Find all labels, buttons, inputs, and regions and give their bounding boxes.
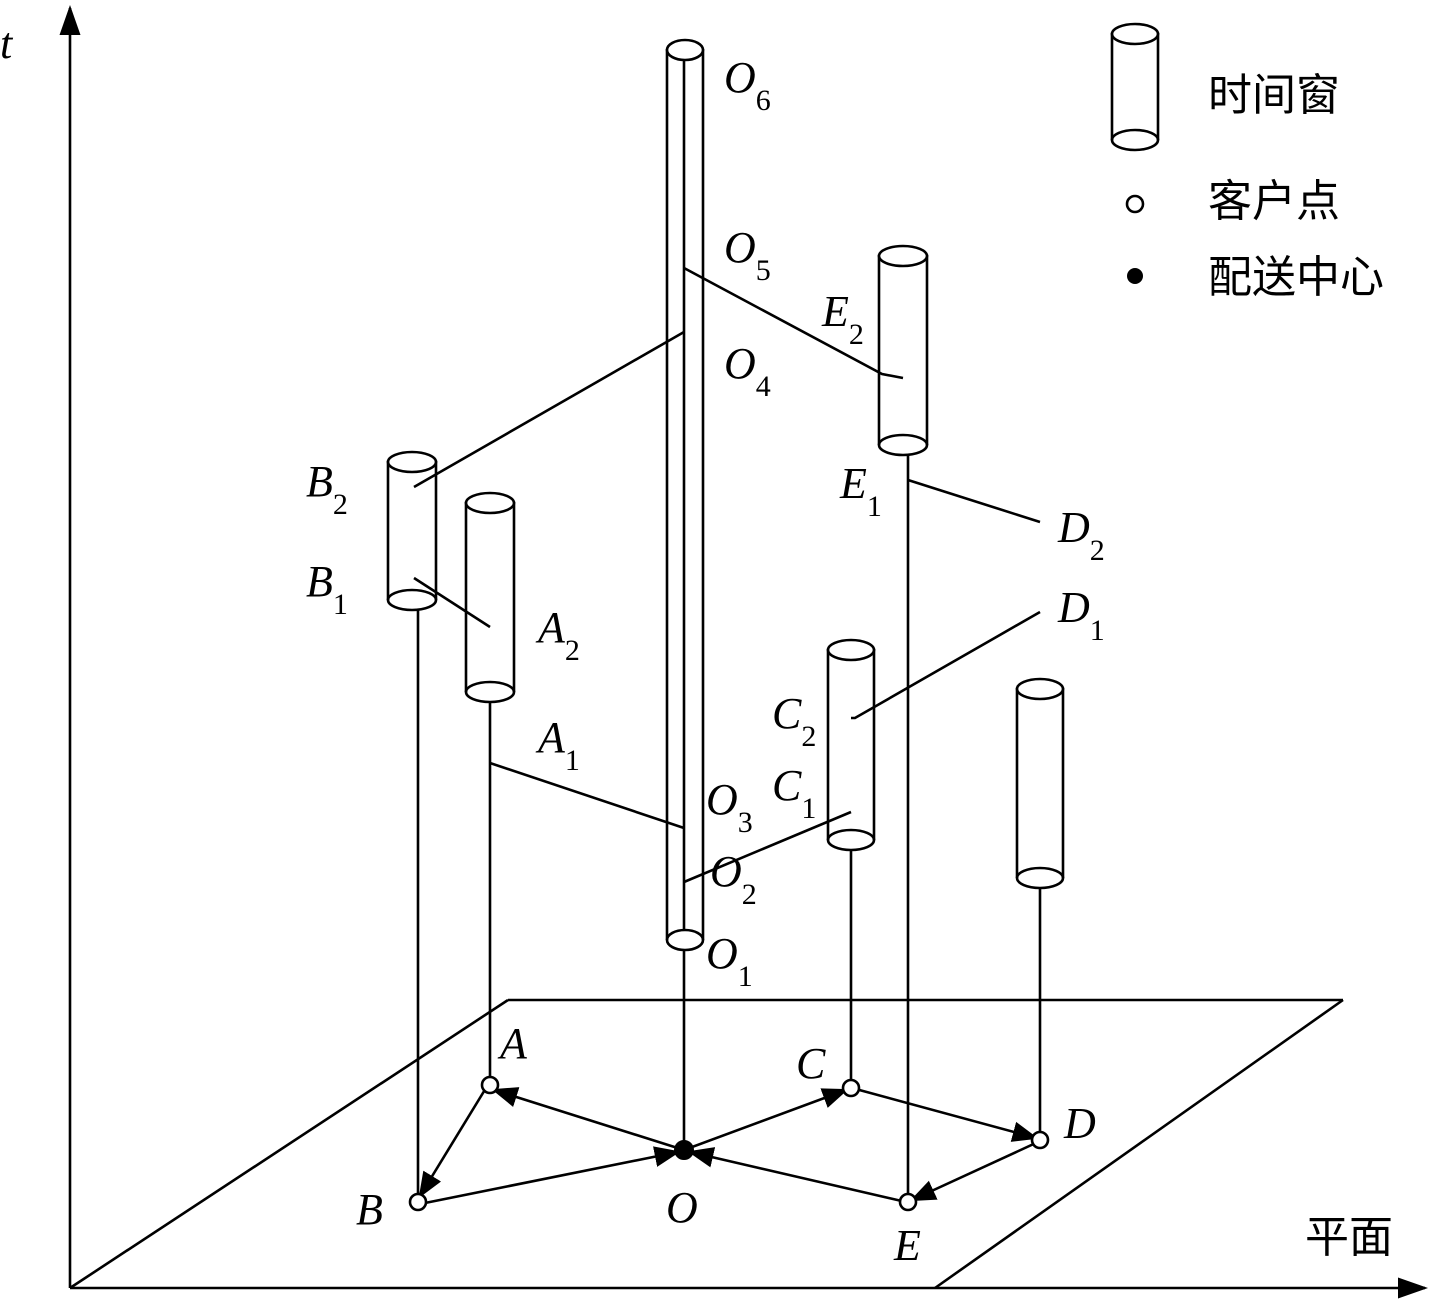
filled-circle-icon	[1127, 268, 1143, 284]
route-a-b	[418, 1087, 488, 1199]
label-o5: O5	[724, 223, 771, 287]
time-point-labels: O6 O5 O4 O3 O2 O1 B2 B1 A2 A1 C2 C1 D2 D…	[306, 53, 1105, 993]
customer-node-d	[1030, 1130, 1050, 1150]
label-o3: O3	[706, 775, 753, 839]
label-o1: O1	[706, 929, 753, 993]
t-axis-label: t	[0, 19, 14, 68]
label-a2: A2	[535, 603, 580, 667]
label-b2: B2	[306, 457, 348, 521]
time-window-e	[877, 244, 929, 457]
depot-node-o	[674, 1140, 694, 1160]
label-node-a: A	[497, 1019, 528, 1068]
label-node-o: O	[666, 1183, 698, 1232]
time-window-a	[464, 491, 516, 704]
label-c2: C2	[772, 689, 816, 753]
label-node-e: E	[893, 1221, 921, 1270]
ground-plane	[69, 998, 1344, 1290]
node-labels: A B C D E O	[356, 1019, 1096, 1270]
legend-label-depot: 配送中心	[1208, 253, 1384, 302]
axes: t 平面	[0, 5, 1428, 1299]
label-node-c: C	[796, 1039, 826, 1088]
label-d2: D2	[1057, 503, 1105, 567]
customer-node-b	[408, 1192, 428, 1212]
plane-axis-label: 平面	[1305, 1213, 1393, 1262]
time-window-c	[826, 638, 876, 852]
route-connectors	[413, 266, 1041, 884]
label-o2: O2	[710, 847, 757, 911]
label-node-d: D	[1063, 1099, 1096, 1148]
label-e2: E2	[821, 287, 864, 351]
route-d-e	[909, 1140, 1039, 1202]
customer-node-e	[898, 1192, 918, 1212]
route-e-o	[687, 1147, 907, 1204]
route-o-c	[683, 1088, 849, 1152]
label-a1: A1	[535, 713, 580, 777]
legend-label-time-window: 时间窗	[1208, 71, 1340, 120]
customer-node-a	[480, 1075, 500, 1095]
customer-node-c	[841, 1078, 861, 1098]
time-window-d	[1015, 677, 1065, 890]
label-e1: E1	[839, 459, 882, 523]
nodes	[408, 1075, 1050, 1212]
label-o6: O6	[724, 53, 771, 117]
label-d1: D1	[1057, 583, 1105, 647]
legend: 时间窗 客户点 配送中心	[1110, 22, 1384, 302]
vertical-time-lines	[416, 445, 1042, 1202]
legend-label-customer: 客户点	[1208, 177, 1340, 226]
label-o4: O4	[724, 339, 771, 403]
route-o-a	[491, 1087, 685, 1152]
route-b-o	[419, 1146, 681, 1206]
time-window-b	[386, 450, 438, 612]
label-c1: C1	[772, 761, 816, 825]
label-node-b: B	[356, 1185, 383, 1234]
open-circle-icon	[1125, 194, 1145, 214]
label-b1: B1	[306, 557, 348, 621]
route-c-d	[851, 1086, 1039, 1142]
ground-routes	[418, 1086, 1039, 1206]
cylinder-icon	[1110, 22, 1160, 152]
